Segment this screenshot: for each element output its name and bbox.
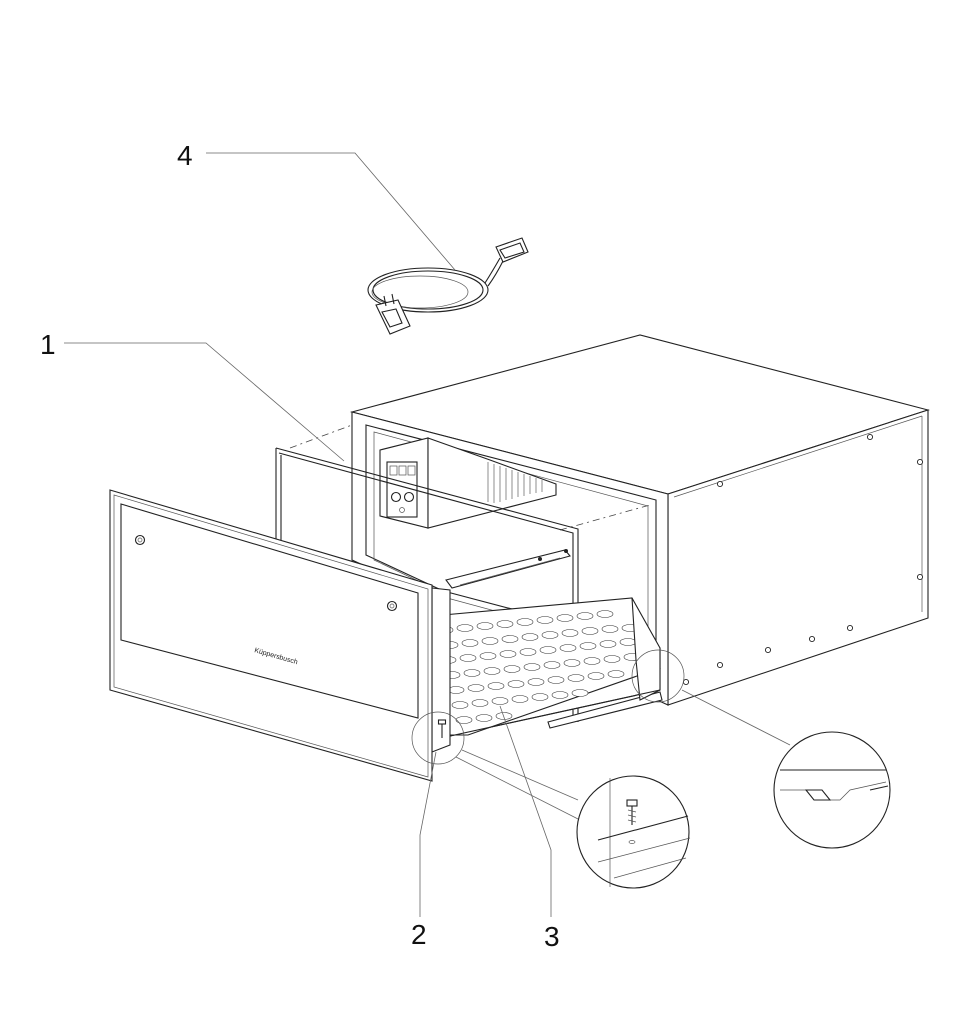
leader-4: [206, 152, 456, 271]
power-cable-part-4: [367, 237, 529, 335]
drawer-tray-part-3: [431, 587, 661, 753]
callout-4: 4: [177, 140, 193, 171]
detail-circle-left: [411, 711, 691, 889]
mains-plug: [375, 293, 411, 335]
leader-1: [64, 342, 345, 462]
leader-lines: [64, 152, 552, 917]
front-panel: Küppersbusch: [109, 489, 433, 782]
callout-3: 3: [544, 921, 560, 952]
detail-circle-right: [631, 649, 891, 849]
front-glass: [109, 489, 433, 782]
appliance-connector: [495, 237, 529, 263]
detail-screw: [626, 799, 638, 844]
telescopic-rail: [445, 549, 663, 729]
leader-2: [419, 751, 437, 917]
callout-1: 1: [40, 329, 56, 360]
mounting-knob-right: [386, 600, 398, 612]
heat-sink: [487, 462, 543, 503]
screw-part-2: [437, 719, 447, 738]
callouts: 1 2 3 4: [40, 140, 560, 952]
callout-2: 2: [411, 919, 427, 950]
control-panel: [386, 461, 418, 518]
mounting-knob-left: [134, 534, 146, 546]
leader-3: [499, 705, 552, 917]
rivets: [682, 433, 924, 686]
control-module: [379, 437, 557, 529]
